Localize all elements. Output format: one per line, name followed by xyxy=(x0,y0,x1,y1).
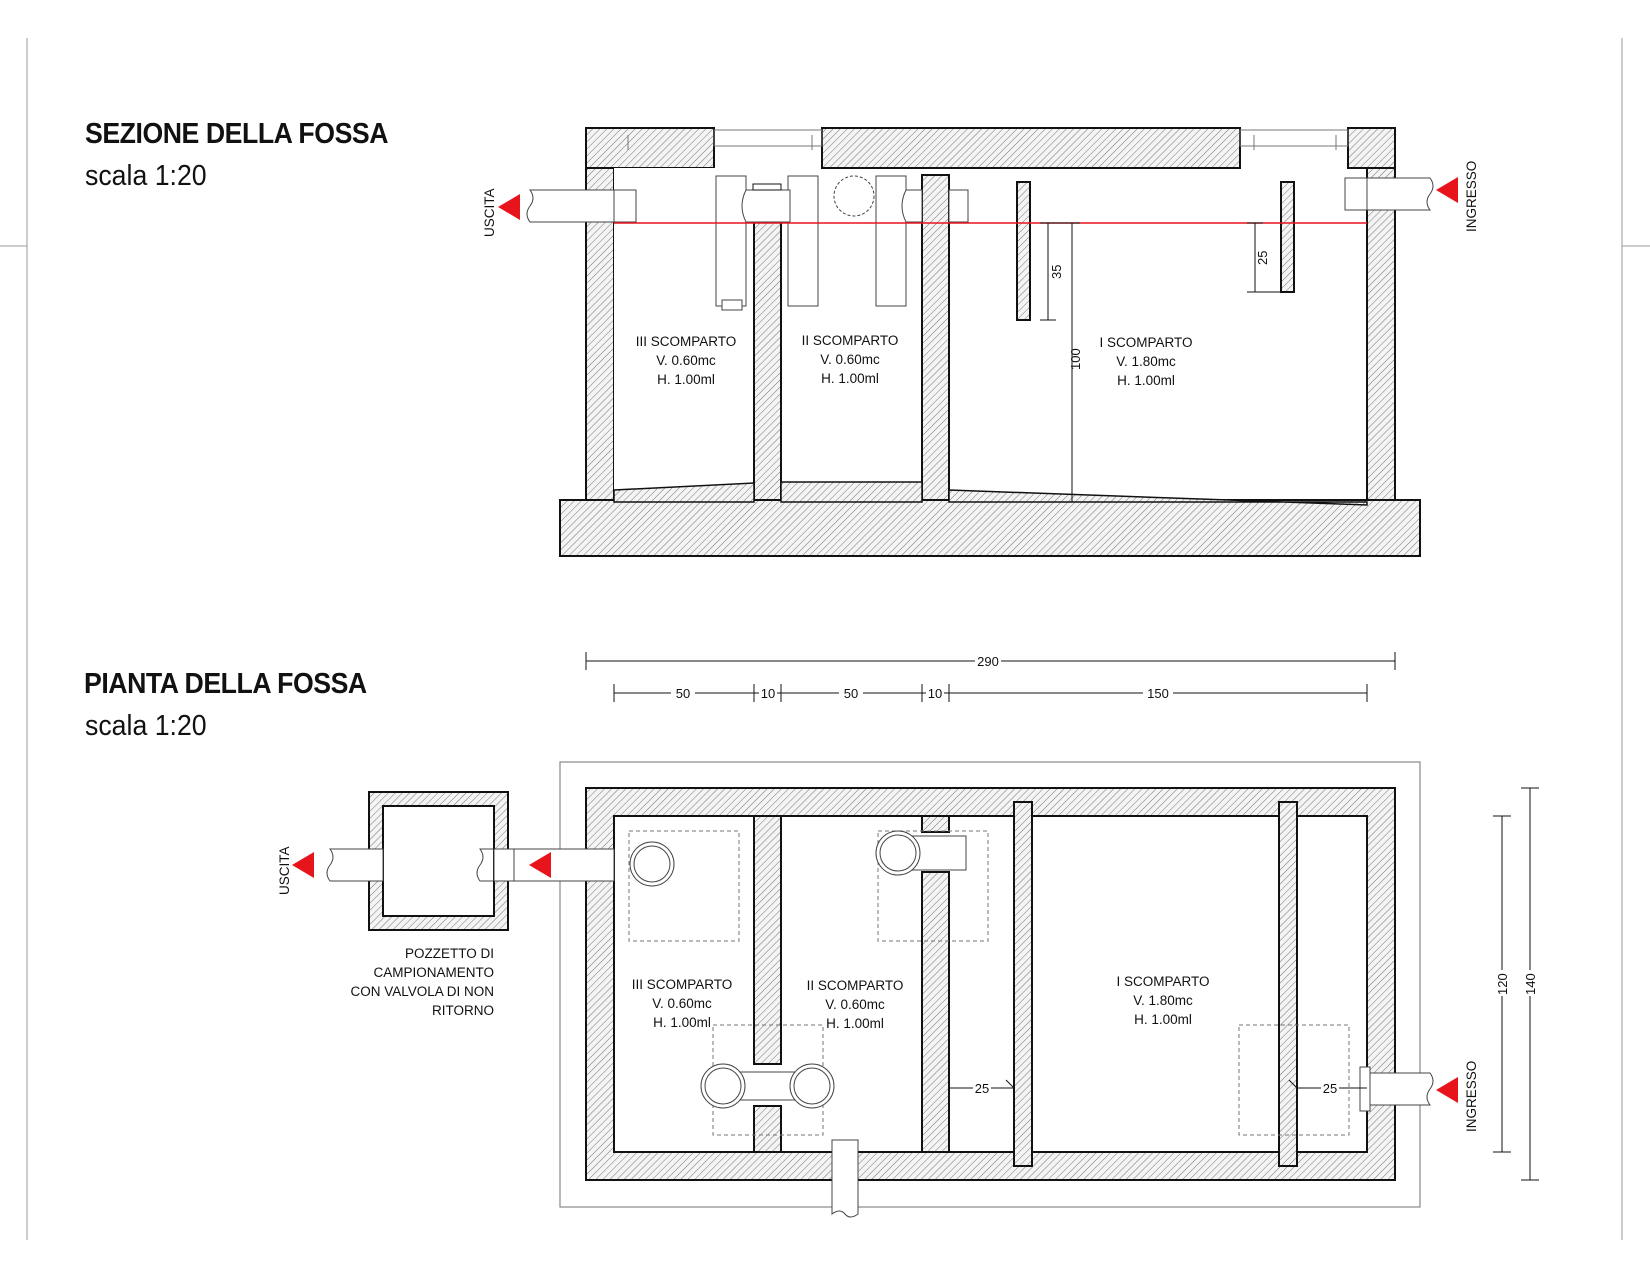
dim-140: 140 xyxy=(1523,973,1538,995)
dim-100: 100 xyxy=(1068,348,1083,370)
plan-partition-1-bottom xyxy=(753,1105,782,1153)
top-slab-center xyxy=(821,127,1241,169)
dim-25-plan-a: 25 xyxy=(975,1081,989,1096)
baffle-1 xyxy=(1016,181,1031,321)
plan-comp1-vol: V. 1.80mc xyxy=(1133,993,1193,1008)
dim-25-plan-b: 25 xyxy=(1323,1081,1337,1096)
plan-comp2-height: H. 1.00ml xyxy=(826,1016,884,1031)
svg-text:CAMPIONAMENTO: CAMPIONAMENTO xyxy=(373,965,494,980)
dim-290: 290 xyxy=(977,654,999,669)
plan-outer-wall xyxy=(585,787,1396,1181)
pozzetto-inlet-arrow xyxy=(529,852,551,878)
dim-50-b: 50 xyxy=(844,686,858,701)
dim-10-a: 10 xyxy=(761,686,775,701)
base-slab xyxy=(559,499,1421,557)
outlet-label-section: USCITA xyxy=(482,188,497,237)
dim-120: 120 xyxy=(1495,973,1510,995)
section-comp3-vol: V. 0.60mc xyxy=(656,353,716,368)
partition-wall-1 xyxy=(753,221,782,501)
baffle-2 xyxy=(1280,181,1295,293)
plan-partition-1-top xyxy=(753,815,782,1065)
plan-comp1-name: I SCOMPARTO xyxy=(1116,974,1209,989)
plan-comp3-name: III SCOMPARTO xyxy=(632,977,733,992)
section-title: SEZIONE DELLA FOSSA xyxy=(85,118,389,150)
svg-text:RITORNO: RITORNO xyxy=(432,1003,494,1018)
left-wall xyxy=(585,127,615,501)
plan-comp2-name: II SCOMPARTO xyxy=(807,978,904,993)
plan-baffle-dims xyxy=(949,1079,1367,1089)
inlet-arrow-plan xyxy=(1436,1077,1458,1103)
svg-text:CON VALVOLA DI NON: CON VALVOLA DI NON xyxy=(350,984,494,999)
section-dimensions xyxy=(1040,222,1281,503)
plan-baffle-2 xyxy=(1278,801,1298,1167)
inlet-label-plan: INGRESSO xyxy=(1464,1061,1479,1132)
sheet-border xyxy=(0,38,1650,1240)
inlet-arrow-section xyxy=(1436,177,1458,203)
plan-compartment-labels: III SCOMPARTO V. 0.60mc H. 1.00ml II SCO… xyxy=(632,974,1210,1031)
section-comp2-height: H. 1.00ml xyxy=(821,371,879,386)
plan-comp3-vol: V. 0.60mc xyxy=(652,996,712,1011)
pozzetto-pipe xyxy=(326,848,515,882)
partition-wall-2 xyxy=(921,174,950,501)
pozzetto-label: POZZETTO DI CAMPIONAMENTO CON VALVOLA DI… xyxy=(350,946,494,1018)
dim-25-section: 25 xyxy=(1255,251,1270,265)
manhole-covers xyxy=(627,129,1349,150)
top-slab-right xyxy=(1347,127,1396,169)
plan-comp3-height: H. 1.00ml xyxy=(653,1015,711,1030)
section-scale: scala 1:20 xyxy=(85,160,207,192)
outlet-arrow-plan xyxy=(292,852,314,878)
tee-fittings-section xyxy=(715,175,969,311)
plan-partition-2-bottom xyxy=(921,871,950,1153)
inlet-label-section: INGRESSO xyxy=(1464,161,1479,232)
section-comp2-vol: V. 0.60mc xyxy=(820,352,880,367)
plan-pipes xyxy=(476,830,1434,1218)
section-comp1-name: I SCOMPARTO xyxy=(1099,335,1192,350)
inlet-pipe-section xyxy=(1344,177,1434,211)
plan-dimension-labels: 290 50 10 50 10 150 xyxy=(671,653,1173,701)
section-comp1-vol: V. 1.80mc xyxy=(1116,354,1176,369)
plan-title: PIANTA DELLA FOSSA xyxy=(84,668,367,700)
plan-partition-2-top xyxy=(921,815,950,833)
footprint-outline xyxy=(559,761,1421,1208)
section-compartment-labels: III SCOMPARTO V. 0.60mc H. 1.00ml II SCO… xyxy=(636,333,1193,388)
svg-text:POZZETTO DI: POZZETTO DI xyxy=(405,946,494,961)
section-comp2-name: II SCOMPARTO xyxy=(802,333,899,348)
plan-scale: scala 1:20 xyxy=(85,710,207,742)
plan-baffle-1 xyxy=(1013,801,1033,1167)
dim-35: 35 xyxy=(1049,265,1064,279)
top-slab-left xyxy=(585,127,715,169)
outlet-label-plan: USCITA xyxy=(277,846,292,895)
plan-comp2-vol: V. 0.60mc xyxy=(825,997,885,1012)
dim-150: 150 xyxy=(1147,686,1169,701)
outlet-pipe-section xyxy=(526,189,637,223)
dim-10-b: 10 xyxy=(928,686,942,701)
plan-drawing: USCITA INGRESSO POZZETTO DI CAMPIONAMENT… xyxy=(277,761,1539,1218)
section-comp3-height: H. 1.00ml xyxy=(657,372,715,387)
section-comp3-name: III SCOMPARTO xyxy=(636,334,737,349)
section-drawing: USCITA INGRESSO 35 100 25 III SCOMPARTO … xyxy=(482,127,1479,557)
plan-comp1-height: H. 1.00ml xyxy=(1134,1012,1192,1027)
section-comp1-height: H. 1.00ml xyxy=(1117,373,1175,388)
outlet-arrow-section xyxy=(498,194,520,220)
dim-50-a: 50 xyxy=(676,686,690,701)
